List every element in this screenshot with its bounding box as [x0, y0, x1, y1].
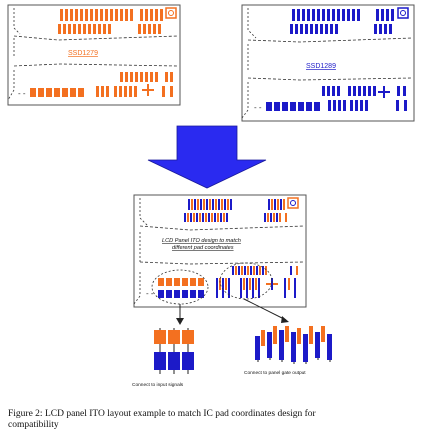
- ring-pad-icon-inner: [290, 200, 296, 206]
- center-label-line1: LCD Panel ITO design to match: [162, 238, 241, 244]
- panel-ssd1289-divider: [247, 37, 413, 43]
- second-pad-row: [58, 24, 161, 34]
- panel-combined-divider2: [139, 261, 305, 265]
- top-pad-row: [292, 9, 394, 21]
- top-pad-row: [60, 9, 163, 21]
- panel-ssd1279: SSD1279 - -: [7, 4, 181, 106]
- bottom-dash-mark: - -: [254, 103, 262, 112]
- highlight-gate-pads: [219, 262, 273, 300]
- panel-ssd1289-edge: [241, 8, 257, 119]
- panel-ssd1279-divider2: [13, 63, 179, 67]
- panel-combined-edge: [133, 198, 149, 305]
- lower-pad-row: [120, 72, 173, 82]
- cross-pad-icon: [378, 86, 390, 98]
- bottom-pad-row: [266, 100, 407, 111]
- combined-bottom-row: [158, 278, 296, 298]
- combined-top-row-blue: [188, 199, 282, 210]
- lower-pad-row: [322, 86, 406, 96]
- caption-line2: compatibility: [8, 420, 59, 430]
- panel-ssd1279-divider: [13, 35, 179, 41]
- panel-ssd1279-edge: [7, 8, 21, 101]
- ring-pad-icon-inner: [168, 10, 174, 16]
- panel-combined-frame: [133, 194, 307, 308]
- panel-combined-divider: [139, 225, 305, 231]
- chip-label-ssd1289: SSD1289: [306, 63, 336, 70]
- detail-gate-output: Connect to panel gate output: [244, 326, 332, 376]
- figure-caption: Figure 2: LCD panel ITO layout example t…: [8, 409, 418, 431]
- ring-pad-icon-inner: [400, 10, 406, 16]
- combined-second-row-orange: [187, 213, 287, 222]
- detail-input-signals: Connect to input signals: [132, 328, 194, 388]
- label-connect-gate: Connect to panel gate output: [244, 370, 306, 376]
- connector-input-arrowhead: [176, 318, 184, 325]
- center-label-line2: different pad coordinates: [172, 245, 234, 251]
- chip-label-ssd1279: SSD1279: [68, 50, 98, 57]
- down-arrow-icon: [147, 125, 267, 189]
- connector-gate: [243, 298, 287, 321]
- second-pad-row: [290, 24, 392, 34]
- combined-second-row-blue: [184, 213, 278, 222]
- caption-line1: Figure 2: LCD panel ITO layout example t…: [8, 409, 316, 419]
- bottom-dash-mark: - -: [18, 89, 26, 98]
- panel-ssd1289: SSD1289 - -: [241, 4, 415, 122]
- panel-ssd1279-frame: [7, 4, 181, 106]
- panel-ssd1289-frame: [241, 4, 415, 122]
- bottom-dash-mark: - -: [146, 289, 154, 298]
- highlight-input-pads: [151, 269, 209, 305]
- panel-combined: LCD Panel ITO design to match different …: [133, 194, 307, 308]
- ring-pad-icon: [287, 197, 299, 209]
- ring-pad-icon: [397, 7, 409, 19]
- combined-lower-row: [232, 266, 298, 275]
- bottom-pad-row: [30, 86, 173, 97]
- ring-pad-icon: [165, 7, 177, 19]
- cross-pad-icon: [142, 84, 154, 96]
- label-connect-input: Connect to input signals: [132, 382, 184, 388]
- combined-top-row-orange: [191, 199, 285, 210]
- connector-gate-arrowhead: [281, 316, 289, 323]
- panel-ssd1289-divider2: [247, 77, 413, 81]
